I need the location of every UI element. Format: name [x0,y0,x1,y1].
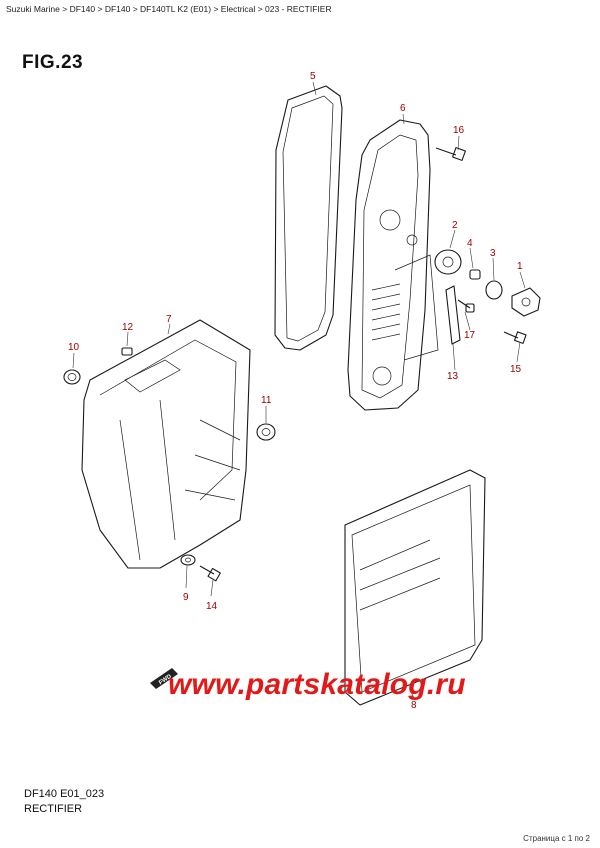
callout-15[interactable]: 15 [510,364,522,375]
cover-part-8[interactable] [344,469,486,706]
diagram-name: RECTIFIER [24,803,83,815]
breadcrumb: Suzuki Marine > DF140 > DF140 > DF140TL … [6,4,332,14]
breadcrumb-separator: > [213,4,219,14]
bolt-part-17[interactable] [457,299,475,313]
callout-2[interactable]: 2 [452,220,458,231]
breadcrumb-item-df140[interactable]: DF140 [69,4,96,14]
clamp-part-13[interactable] [445,285,461,345]
watermark: www.partskatalog.ru [168,668,466,701]
callout-10[interactable]: 10 [68,342,80,353]
callout-13[interactable]: 13 [447,371,459,382]
diagram-code: DF140 E01_023 [24,788,105,800]
callout-9[interactable]: 9 [183,592,189,603]
callout-16[interactable]: 16 [453,125,465,136]
breadcrumb-item-electrical[interactable]: Electrical [220,4,256,14]
callout-17[interactable]: 17 [464,330,476,341]
breadcrumb-separator: > [62,4,68,14]
washer-part-9[interactable] [180,554,196,566]
breadcrumb-separator: > [132,4,138,14]
rectifier-part-1[interactable] [511,287,541,317]
rubber-part-10[interactable] [63,369,81,385]
gasket-part-2[interactable] [434,249,462,275]
callout-12[interactable]: 12 [122,322,134,333]
figure-title: FIG.23 [22,52,84,73]
callout-11[interactable]: 11 [261,395,272,406]
mounting-plate-part-6[interactable] [347,119,439,411]
breadcrumb-separator: > [257,4,263,14]
breadcrumb-item-model[interactable]: DF140TL K2 (E01) [140,4,212,14]
bracket-part-7[interactable] [81,319,251,569]
callout-1[interactable]: 1 [517,261,523,272]
spacer-part-3[interactable] [485,280,503,300]
callout-7[interactable]: 7 [166,314,172,325]
callout-4[interactable]: 4 [467,238,473,249]
breadcrumb-item-suzuki-marine[interactable]: Suzuki Marine [6,4,60,14]
callout-5[interactable]: 5 [310,71,316,82]
clip-part-12[interactable] [121,347,133,356]
pagination-text: Страница с 1 по 2 [523,834,590,843]
gasket-part-5[interactable] [274,85,343,351]
nut-part-4[interactable] [469,269,481,280]
breadcrumb-item-current: 023 - RECTIFIER [265,4,332,14]
breadcrumb-separator: > [97,4,103,14]
callout-14[interactable]: 14 [206,601,218,612]
bolt-part-15[interactable] [503,331,527,344]
bolt-part-14[interactable] [199,565,221,582]
callout-6[interactable]: 6 [400,103,406,114]
breadcrumb-item-df140-2[interactable]: DF140 [104,4,131,14]
callout-3[interactable]: 3 [490,248,496,259]
callout-8[interactable]: 8 [411,700,417,711]
bolt-part-16[interactable] [435,147,466,161]
grommet-part-11[interactable] [256,423,276,441]
